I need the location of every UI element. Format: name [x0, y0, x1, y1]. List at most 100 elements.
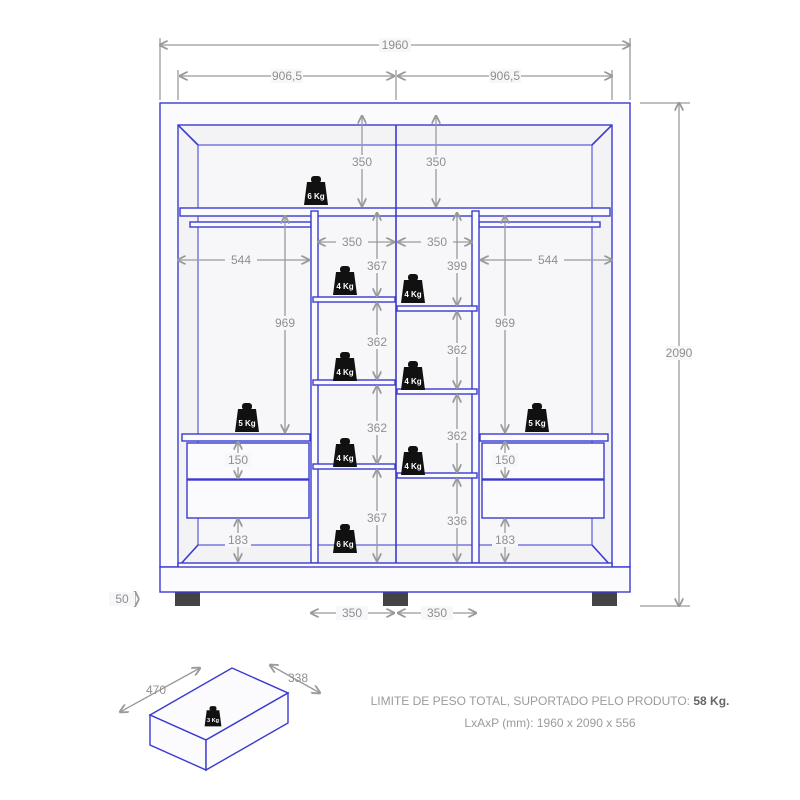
- weight-label: 6 Kg: [307, 192, 324, 201]
- weight-handle: [340, 266, 350, 273]
- weight-limit-note: LIMITE DE PESO TOTAL, SUPORTADO PELO PRO…: [330, 694, 770, 708]
- drawer-weight-icon-layer: 3 Kg: [204, 706, 222, 727]
- weight-label: 4 Kg: [336, 368, 353, 377]
- weight-handle: [242, 403, 252, 410]
- dimension-label: 399: [447, 259, 467, 273]
- foot: [383, 592, 408, 606]
- dimension-label: 362: [447, 343, 467, 357]
- dimension-label: 362: [367, 421, 387, 435]
- drawer-depth-dimension-line: [120, 668, 200, 712]
- base: [159, 566, 631, 593]
- dimension-label: 367: [367, 259, 387, 273]
- perspective-edge: [591, 124, 613, 146]
- dimension-label-bg: [364, 259, 390, 273]
- dimension-label-bg: [364, 421, 390, 435]
- weight-handle: [340, 438, 350, 445]
- dimension-label: 350: [427, 235, 447, 249]
- dimension-label: 362: [367, 335, 387, 349]
- weight-handle: [340, 524, 350, 531]
- weight-body: [333, 444, 357, 467]
- dimension-label-bg: [421, 606, 453, 620]
- weight-icons: 6 Kg 4 Kg 4 Kg 4 Kg 4 Kg 4 Kg 4 Kg 6 Kg 5 Kg 5 Kg: [235, 176, 549, 553]
- weight-icon: 5 Kg: [235, 403, 259, 432]
- weight-label: 6 Kg: [336, 540, 353, 549]
- dimension-label-bg: [423, 155, 449, 169]
- weight-icon: 4 Kg: [333, 352, 357, 381]
- dimension-label: 350: [342, 235, 362, 249]
- weight-icon: 4 Kg: [401, 361, 425, 390]
- dimension-label-bg: [379, 38, 411, 52]
- dimension-label: 183: [495, 533, 515, 547]
- weight-label: 4 Kg: [336, 454, 353, 463]
- right-drawer-top: [479, 433, 609, 442]
- dimension-label-bg: [272, 316, 298, 330]
- dimension-label: 50: [115, 592, 129, 606]
- drawer-side: [205, 691, 289, 772]
- weight-handle: [340, 352, 350, 359]
- dimension-label-bg: [336, 606, 368, 620]
- dimension-label: 969: [275, 316, 295, 330]
- weight-icon: 4 Kg: [401, 446, 425, 475]
- weight-body: [204, 710, 222, 727]
- weight-body: [333, 358, 357, 381]
- weight-icon: 4 Kg: [333, 266, 357, 295]
- shelf: [396, 305, 478, 312]
- shelf: [312, 296, 396, 303]
- dimension-label-bg: [225, 453, 251, 467]
- dimension-label-bg: [444, 429, 470, 443]
- dimension-label-bg: [444, 343, 470, 357]
- weight-handle: [209, 706, 217, 711]
- weight-handle: [408, 446, 418, 453]
- shelf: [396, 388, 478, 395]
- perspective-edge: [177, 124, 199, 146]
- weight-body: [525, 409, 549, 432]
- dimension-label: 2090: [666, 346, 693, 360]
- dimension-label: 150: [228, 453, 248, 467]
- weight-body: [401, 280, 425, 303]
- dimension-label-bg: [349, 155, 375, 169]
- dimension-label: 544: [231, 253, 251, 267]
- dimension-label: 969: [495, 316, 515, 330]
- shelf: [396, 472, 478, 479]
- dimension-label-bg: [492, 533, 518, 547]
- dimension-label-bg: [336, 235, 368, 249]
- weight-icon: 5 Kg: [525, 403, 549, 432]
- weight-icon: 6 Kg: [304, 176, 328, 205]
- weight-body: [401, 452, 425, 475]
- dimension-label-bg: [444, 259, 470, 273]
- dimension-label: 544: [538, 253, 558, 267]
- weight-icon: 4 Kg: [401, 274, 425, 303]
- weight-icon: 6 Kg: [333, 524, 357, 553]
- dimension-label: 350: [352, 155, 372, 169]
- drawer-width-label: 338: [288, 671, 308, 685]
- weight-handle: [311, 176, 321, 183]
- dimension-label-bg: [225, 533, 251, 547]
- center-right-panel: [471, 210, 480, 564]
- dimension-label-bg: [492, 316, 518, 330]
- left-drawer-2: [186, 479, 310, 519]
- foot: [175, 592, 200, 606]
- dimension-label: 350: [342, 606, 362, 620]
- weight-limit-value: 58 Kg.: [693, 694, 730, 708]
- weight-icon: 3 Kg: [204, 706, 222, 727]
- size-note: LxAxP (mm): 1960 x 2090 x 556: [464, 716, 636, 730]
- foot: [592, 592, 617, 606]
- dimension-label-bg: [666, 346, 692, 360]
- left-rail: [189, 221, 312, 228]
- weight-label: 4 Kg: [404, 290, 421, 299]
- dimension-label: 367: [367, 511, 387, 525]
- dimension-label-bg: [492, 453, 518, 467]
- dimension-label: 350: [427, 606, 447, 620]
- dimension-label: 183: [228, 533, 248, 547]
- weight-handle: [408, 361, 418, 368]
- dimension-label: 362: [447, 429, 467, 443]
- dimension-label-bg: [109, 592, 135, 606]
- weight-body: [235, 409, 259, 432]
- dimension-label-bg: [444, 514, 470, 528]
- drawer-detail: 470 338: [120, 665, 320, 772]
- weight-body: [401, 367, 425, 390]
- weight-body: [304, 182, 328, 205]
- weight-label: 4 Kg: [404, 462, 421, 471]
